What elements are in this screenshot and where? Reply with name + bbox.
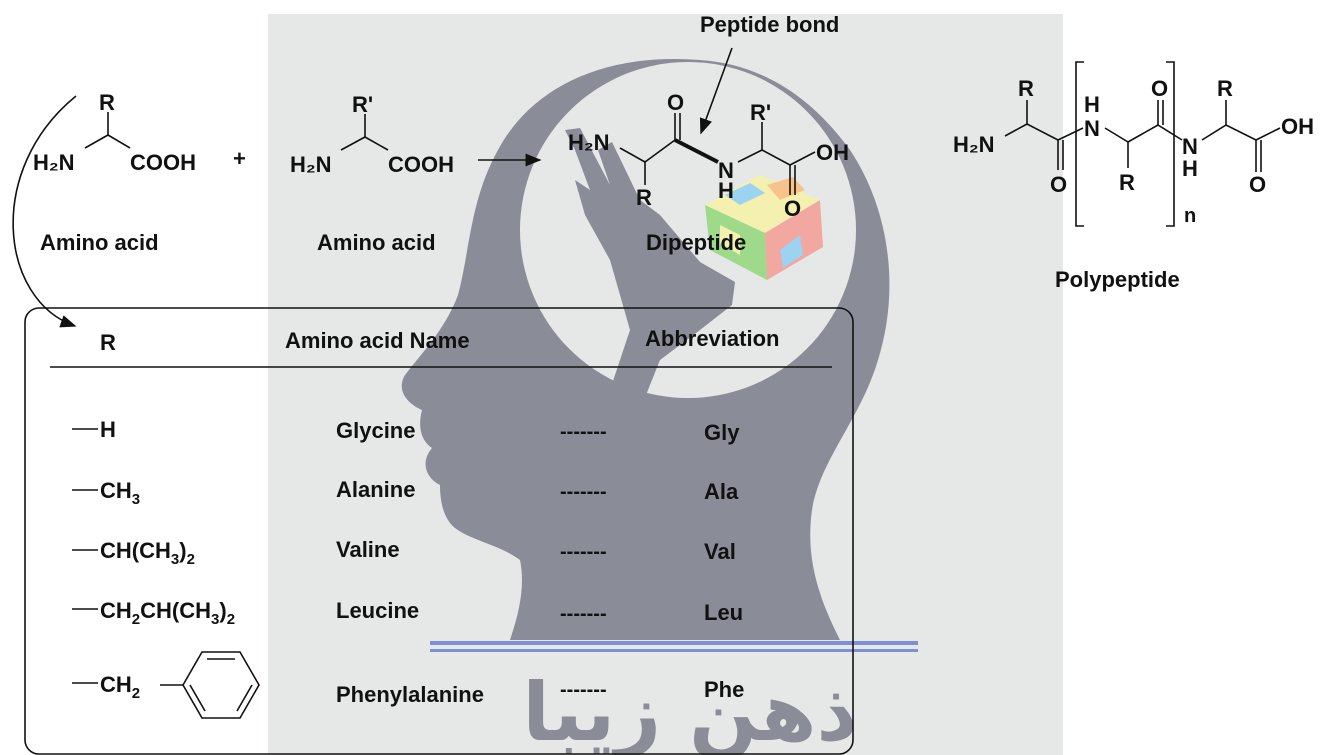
poly-r3: R [1217, 76, 1233, 101]
poly-o3: O [1249, 172, 1266, 197]
head-inner-circle [520, 62, 856, 398]
dipeptide-r: R [636, 185, 652, 210]
table-row: CH3 Alanine ------- Ala [72, 477, 739, 508]
dipeptide-n: N [718, 158, 734, 183]
row-name: Alanine [336, 477, 415, 502]
row-dashes: ------- [560, 541, 607, 563]
header-abbreviation: Abbreviation [645, 326, 779, 351]
table-row: H Glycine ------- Gly [72, 417, 740, 445]
aa2-acid: COOH [388, 152, 454, 177]
table-border [24, 307, 854, 755]
polypeptide: H₂N R O H N O R N H R OH O n Polypeptide [953, 61, 1314, 292]
row-name: Leucine [336, 598, 419, 623]
row-dashes: ------- [560, 679, 607, 701]
peptide-bond-pointer [699, 47, 733, 135]
aa1-acid: COOH [130, 150, 196, 175]
row-r: CH2 [100, 672, 140, 702]
watermark: ذهن زیبا [268, 14, 1063, 755]
header-r: R [100, 330, 116, 355]
poly-o1: O [1050, 172, 1067, 197]
row-abbr: Phe [704, 677, 744, 702]
row-r: CH(CH3)2 [100, 538, 195, 568]
watermark-logo-text: ذهن زیبا [522, 666, 857, 755]
repeat-bracket-right [1166, 61, 1175, 227]
benzene-ring-icon [182, 651, 260, 719]
dipeptide-caption: Dipeptide [646, 230, 746, 255]
watermark-line-bottom [430, 649, 918, 652]
curved-arrow [12, 95, 77, 328]
poly-nh2-h: H [1182, 156, 1198, 181]
hand-silhouette-icon [565, 128, 735, 500]
row-abbr: Ala [704, 479, 739, 504]
dipeptide-oh: OH [816, 140, 849, 165]
poly-nh2-n: N [1182, 134, 1198, 159]
row-r: H [100, 417, 116, 442]
poly-nh1-n: N [1084, 116, 1100, 141]
poly-o2: O [1151, 76, 1168, 101]
aa2-amine: H₂N [290, 152, 332, 177]
poly-r1: R [1018, 76, 1034, 101]
row-name: Glycine [336, 418, 415, 443]
aa2-r: R' [352, 92, 373, 117]
row-r: CH2CH(CH3)2 [100, 598, 235, 628]
header-name: Amino acid Name [285, 328, 470, 353]
row-dashes: ------- [560, 603, 607, 625]
watermark-line-top [430, 641, 918, 645]
row-abbr: Gly [704, 420, 740, 445]
row-name: Phenylalanine [336, 682, 484, 707]
poly-amine: H₂N [953, 132, 995, 157]
plus-sign: + [233, 146, 246, 171]
dipeptide-amine: H₂N [568, 130, 610, 155]
aa1-r: R [99, 90, 115, 115]
dipeptide: H₂N O N H R' OH O R Dipeptide [568, 90, 849, 255]
dipeptide-h: H [718, 178, 734, 203]
aa1-amine: H₂N [33, 150, 75, 175]
polypeptide-caption: Polypeptide [1055, 267, 1180, 292]
amino-acid-1: R H₂N COOH Amino acid [33, 90, 196, 255]
aa2-caption: Amino acid [317, 230, 436, 255]
rubiks-cube-icon [705, 175, 823, 280]
row-r: CH3 [100, 478, 140, 508]
row-abbr: Val [704, 539, 736, 564]
amino-acid-2: R' H₂N COOH Amino acid [290, 92, 454, 255]
row-dashes: ------- [560, 481, 607, 503]
table-row: CH2 Phenylalanine ------- Phe [72, 651, 744, 719]
poly-r2: R [1119, 170, 1135, 195]
row-dashes: ------- [560, 421, 607, 443]
poly-nh1-h: H [1084, 92, 1100, 117]
dipeptide-o-bottom: O [784, 196, 801, 221]
row-name: Valine [336, 537, 400, 562]
dipeptide-r-prime: R' [750, 100, 771, 125]
dipeptide-o-top: O [667, 90, 684, 115]
poly-oh: OH [1281, 114, 1314, 139]
aa1-caption: Amino acid [40, 230, 159, 255]
amino-acid-table: R Amino acid Name Abbreviation H Glycine… [24, 307, 854, 755]
peptide-bond-label: Peptide bond [700, 12, 839, 37]
row-abbr: Leu [704, 600, 743, 625]
poly-n-subscript: n [1184, 205, 1196, 227]
repeat-bracket-left [1075, 61, 1084, 227]
